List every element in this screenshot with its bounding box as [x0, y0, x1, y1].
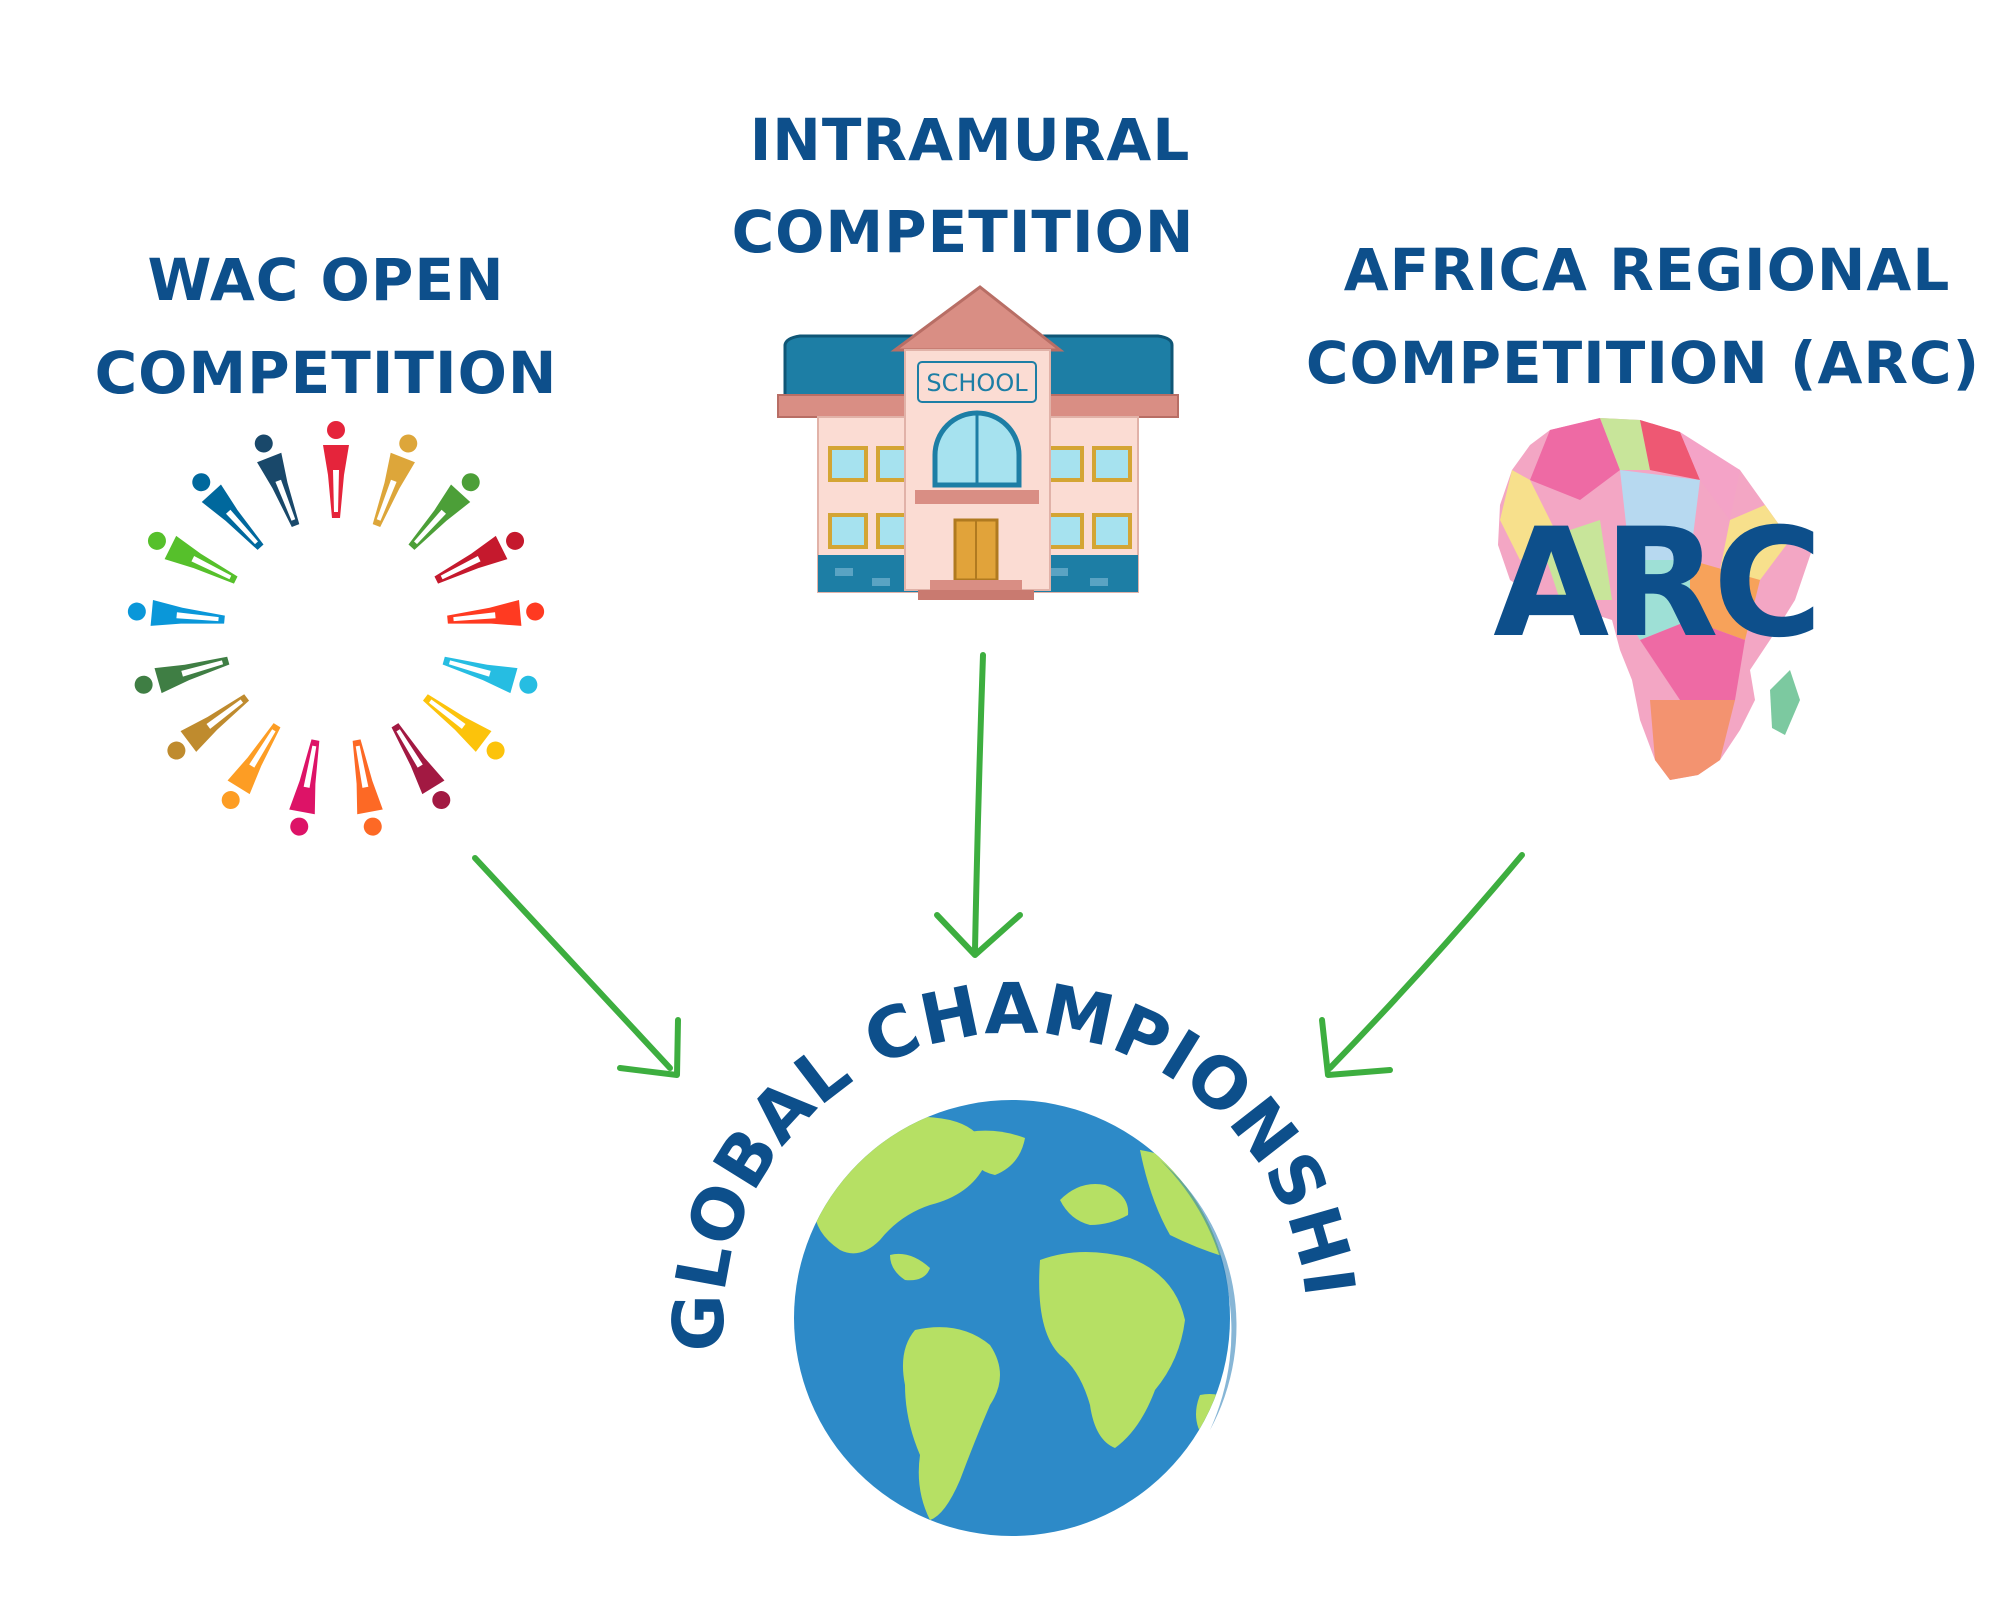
intramural-label-line1: INTRAMURAL [750, 106, 1191, 174]
node-wac-label: WAC OPEN COMPETITION [95, 246, 558, 407]
school-building-icon: SCHOOL [777, 285, 1179, 600]
node-arc-label: AFRICA REGIONAL COMPETITION (ARC) [1306, 236, 1980, 397]
people-circle-icon [127, 421, 545, 836]
africa-map-icon: ARC [1493, 418, 1823, 780]
person-figure [434, 531, 525, 584]
person-figure [289, 739, 320, 836]
school-sign-text: SCHOOL [926, 369, 1028, 397]
person-figure [447, 599, 545, 626]
person-figure [134, 656, 230, 694]
person-figure [167, 694, 250, 760]
person-figure [323, 421, 349, 518]
person-figure [442, 656, 538, 694]
person-figure [254, 434, 300, 528]
arc-label-line2: COMPETITION (ARC) [1306, 329, 1980, 397]
edge-wac-to-global [472, 855, 681, 1078]
person-figure [422, 694, 505, 760]
arc-label-line1: AFRICA REGIONAL [1344, 236, 1951, 304]
person-figure [372, 434, 418, 528]
wac-label-line1: WAC OPEN [148, 246, 505, 314]
person-figure [127, 599, 225, 626]
person-figure [192, 473, 264, 550]
person-figure [391, 723, 451, 810]
node-intramural-label: INTRAMURAL COMPETITION [732, 106, 1195, 266]
edge-intramural-to-global [934, 652, 1023, 958]
wac-label-line2: COMPETITION [95, 339, 558, 407]
person-figure [352, 739, 383, 836]
person-figure [221, 723, 281, 810]
globe-icon [794, 1100, 1237, 1536]
person-figure [147, 531, 238, 584]
edge-arc-to-global [1319, 852, 1525, 1078]
intramural-label-line2: COMPETITION [732, 198, 1195, 266]
person-figure [408, 473, 480, 550]
arc-logo-text: ARC [1493, 497, 1817, 671]
